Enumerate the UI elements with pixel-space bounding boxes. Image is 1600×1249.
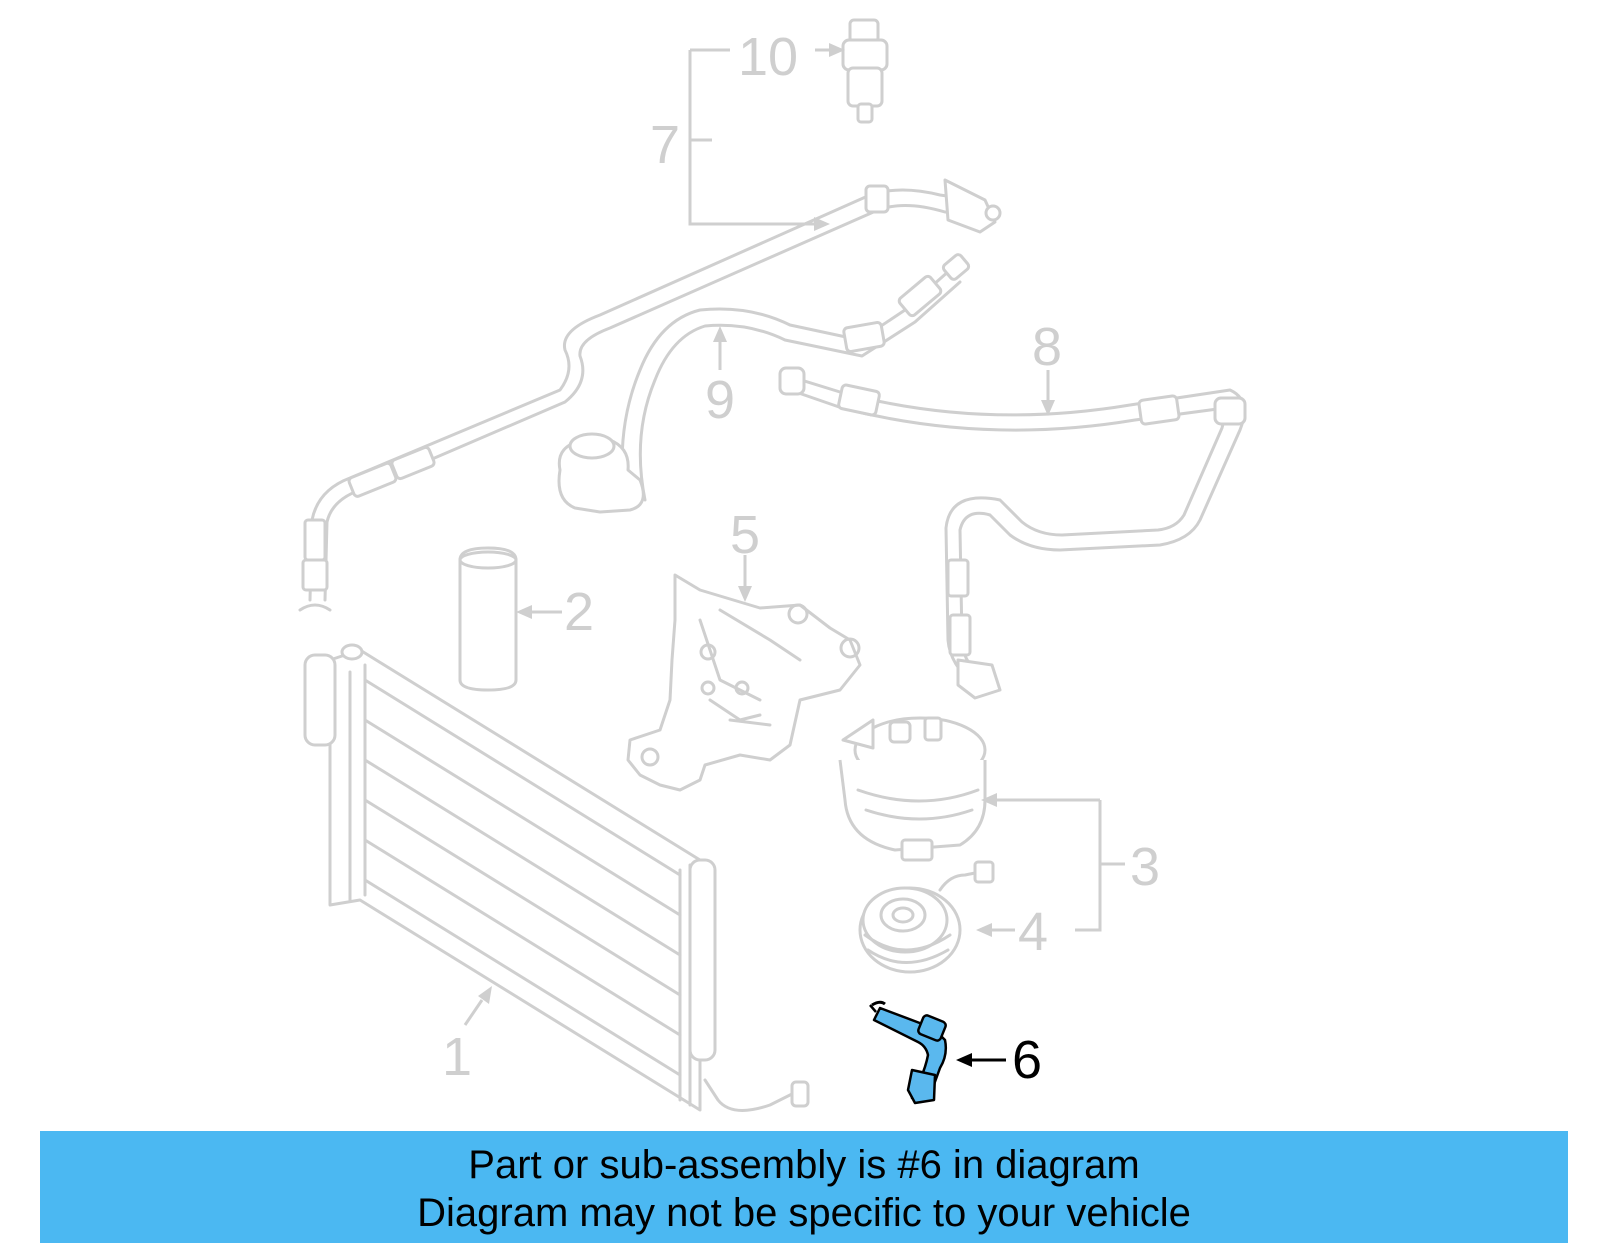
- callout-3: 3: [1130, 837, 1160, 897]
- compressor-part-3: [838, 716, 987, 862]
- banner-line-part-number: Part or sub-assembly is #6 in diagram: [468, 1143, 1140, 1187]
- callout-6: 6: [1012, 1030, 1042, 1090]
- condenser-part-1: [303, 643, 810, 1112]
- callout-2: 2: [564, 582, 594, 642]
- callout-8: 8: [1032, 317, 1062, 377]
- info-banner: Part or sub-assembly is #6 in diagram Di…: [40, 1131, 1568, 1243]
- callout-9: 9: [705, 370, 735, 430]
- ac-hose-part-8: [778, 366, 1247, 700]
- leader-lines: [463, 43, 1125, 1067]
- callout-7: 7: [650, 115, 680, 175]
- callout-5: 5: [730, 505, 760, 565]
- pressure-switch-part-10: [841, 18, 889, 124]
- callout-1: 1: [442, 1027, 472, 1087]
- compressor-clutch-part-4: [858, 860, 995, 974]
- ac-line-part-7: [298, 178, 1002, 612]
- callout-10: 10: [738, 27, 798, 87]
- compressor-bracket-part-5: [626, 573, 862, 792]
- receiver-drier-part-2: [458, 546, 518, 692]
- ac-hose-part-9: [557, 253, 971, 514]
- ac-line-part-6-highlighted[interactable]: [869, 1000, 948, 1105]
- callout-4: 4: [1018, 902, 1048, 962]
- banner-line-disclaimer: Diagram may not be specific to your vehi…: [417, 1191, 1191, 1235]
